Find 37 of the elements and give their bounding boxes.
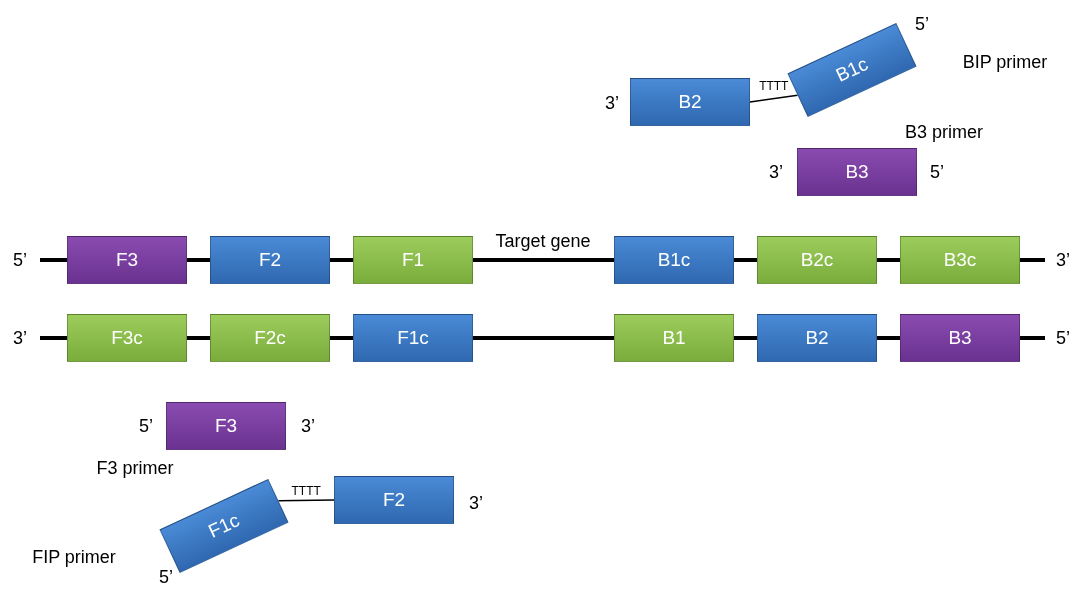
edge-label: TTTT	[759, 79, 789, 94]
strand-end-label: 3’	[469, 492, 483, 514]
primer-name-label: F3 primer	[96, 457, 174, 479]
primer-region-box: B1c	[787, 22, 917, 118]
primer-region-box: B1c	[614, 236, 734, 284]
primer-name-label: BIP primer	[962, 51, 1048, 73]
primer-region-box: B3	[900, 314, 1020, 362]
primer-name-label: FIP primer	[32, 546, 116, 568]
primer-region-box: F3	[67, 236, 187, 284]
primer-region-box: F1	[353, 236, 473, 284]
linker-line	[277, 499, 335, 502]
primer-region-box: B1	[614, 314, 734, 362]
strand-end-label: 5’	[13, 249, 27, 271]
primer-region-box: B3c	[900, 236, 1020, 284]
primer-name-label: B3 primer	[905, 121, 983, 143]
strand-end-label: 5’	[1056, 327, 1070, 349]
primer-region-box: F1c	[353, 314, 473, 362]
primer-region-box: F3c	[67, 314, 187, 362]
primer-region-box: B2	[630, 78, 750, 126]
primer-region-box: B2	[757, 314, 877, 362]
primer-region-box: F2c	[210, 314, 330, 362]
strand-end-label: 3’	[1056, 249, 1070, 271]
strand-end-label: 3’	[605, 92, 619, 114]
strand-end-label: 5’	[139, 415, 153, 437]
primer-region-box: B2c	[757, 236, 877, 284]
edge-label: TTTT	[291, 484, 321, 498]
strand-end-label: 3’	[13, 327, 27, 349]
strand-end-label: 3’	[769, 161, 783, 183]
primer-region-box: F2	[334, 476, 454, 524]
linker-line	[749, 94, 799, 103]
gene-label: Target gene	[495, 230, 591, 252]
primer-region-box: B3	[797, 148, 917, 196]
primer-region-box: F3	[166, 402, 286, 450]
strand-end-label: 5’	[915, 13, 929, 35]
strand-end-label: 3’	[301, 415, 315, 437]
strand-end-label: 5’	[930, 161, 944, 183]
primer-region-box: F2	[210, 236, 330, 284]
